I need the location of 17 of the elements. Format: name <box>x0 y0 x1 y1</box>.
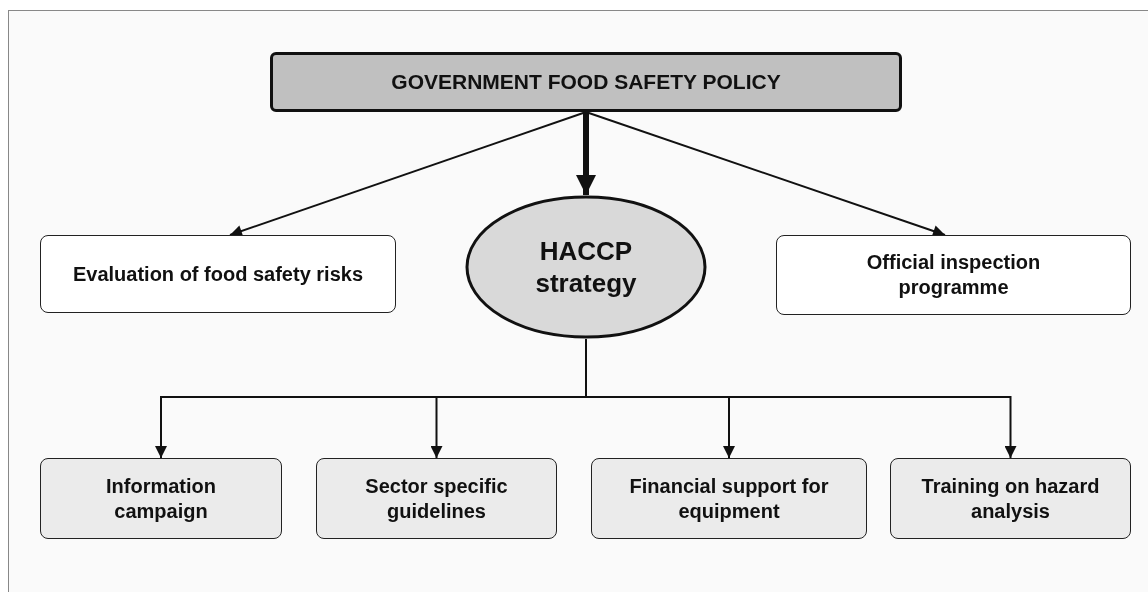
policy-box <box>270 52 902 112</box>
node-label: Financial support for equipment <box>628 473 830 524</box>
process-box <box>776 235 1131 315</box>
process-box <box>316 458 557 539</box>
arrow <box>576 112 596 195</box>
process-box <box>591 458 867 539</box>
node-label: Official inspection programme <box>865 250 1042 300</box>
node-label: Training on hazard analysis <box>920 473 1101 524</box>
process-box <box>40 458 282 539</box>
node-label: HACCP strategy <box>534 234 638 300</box>
node-label: Information campaign <box>105 473 217 524</box>
process-box <box>890 458 1131 539</box>
strategy-ellipse <box>465 195 707 339</box>
node-label: GOVERNMENT FOOD SAFETY POLICY <box>391 68 781 95</box>
process-box <box>40 235 396 313</box>
node-label: Evaluation of food safety risks <box>72 261 364 287</box>
node-label: Sector specific guidelines <box>364 473 509 524</box>
